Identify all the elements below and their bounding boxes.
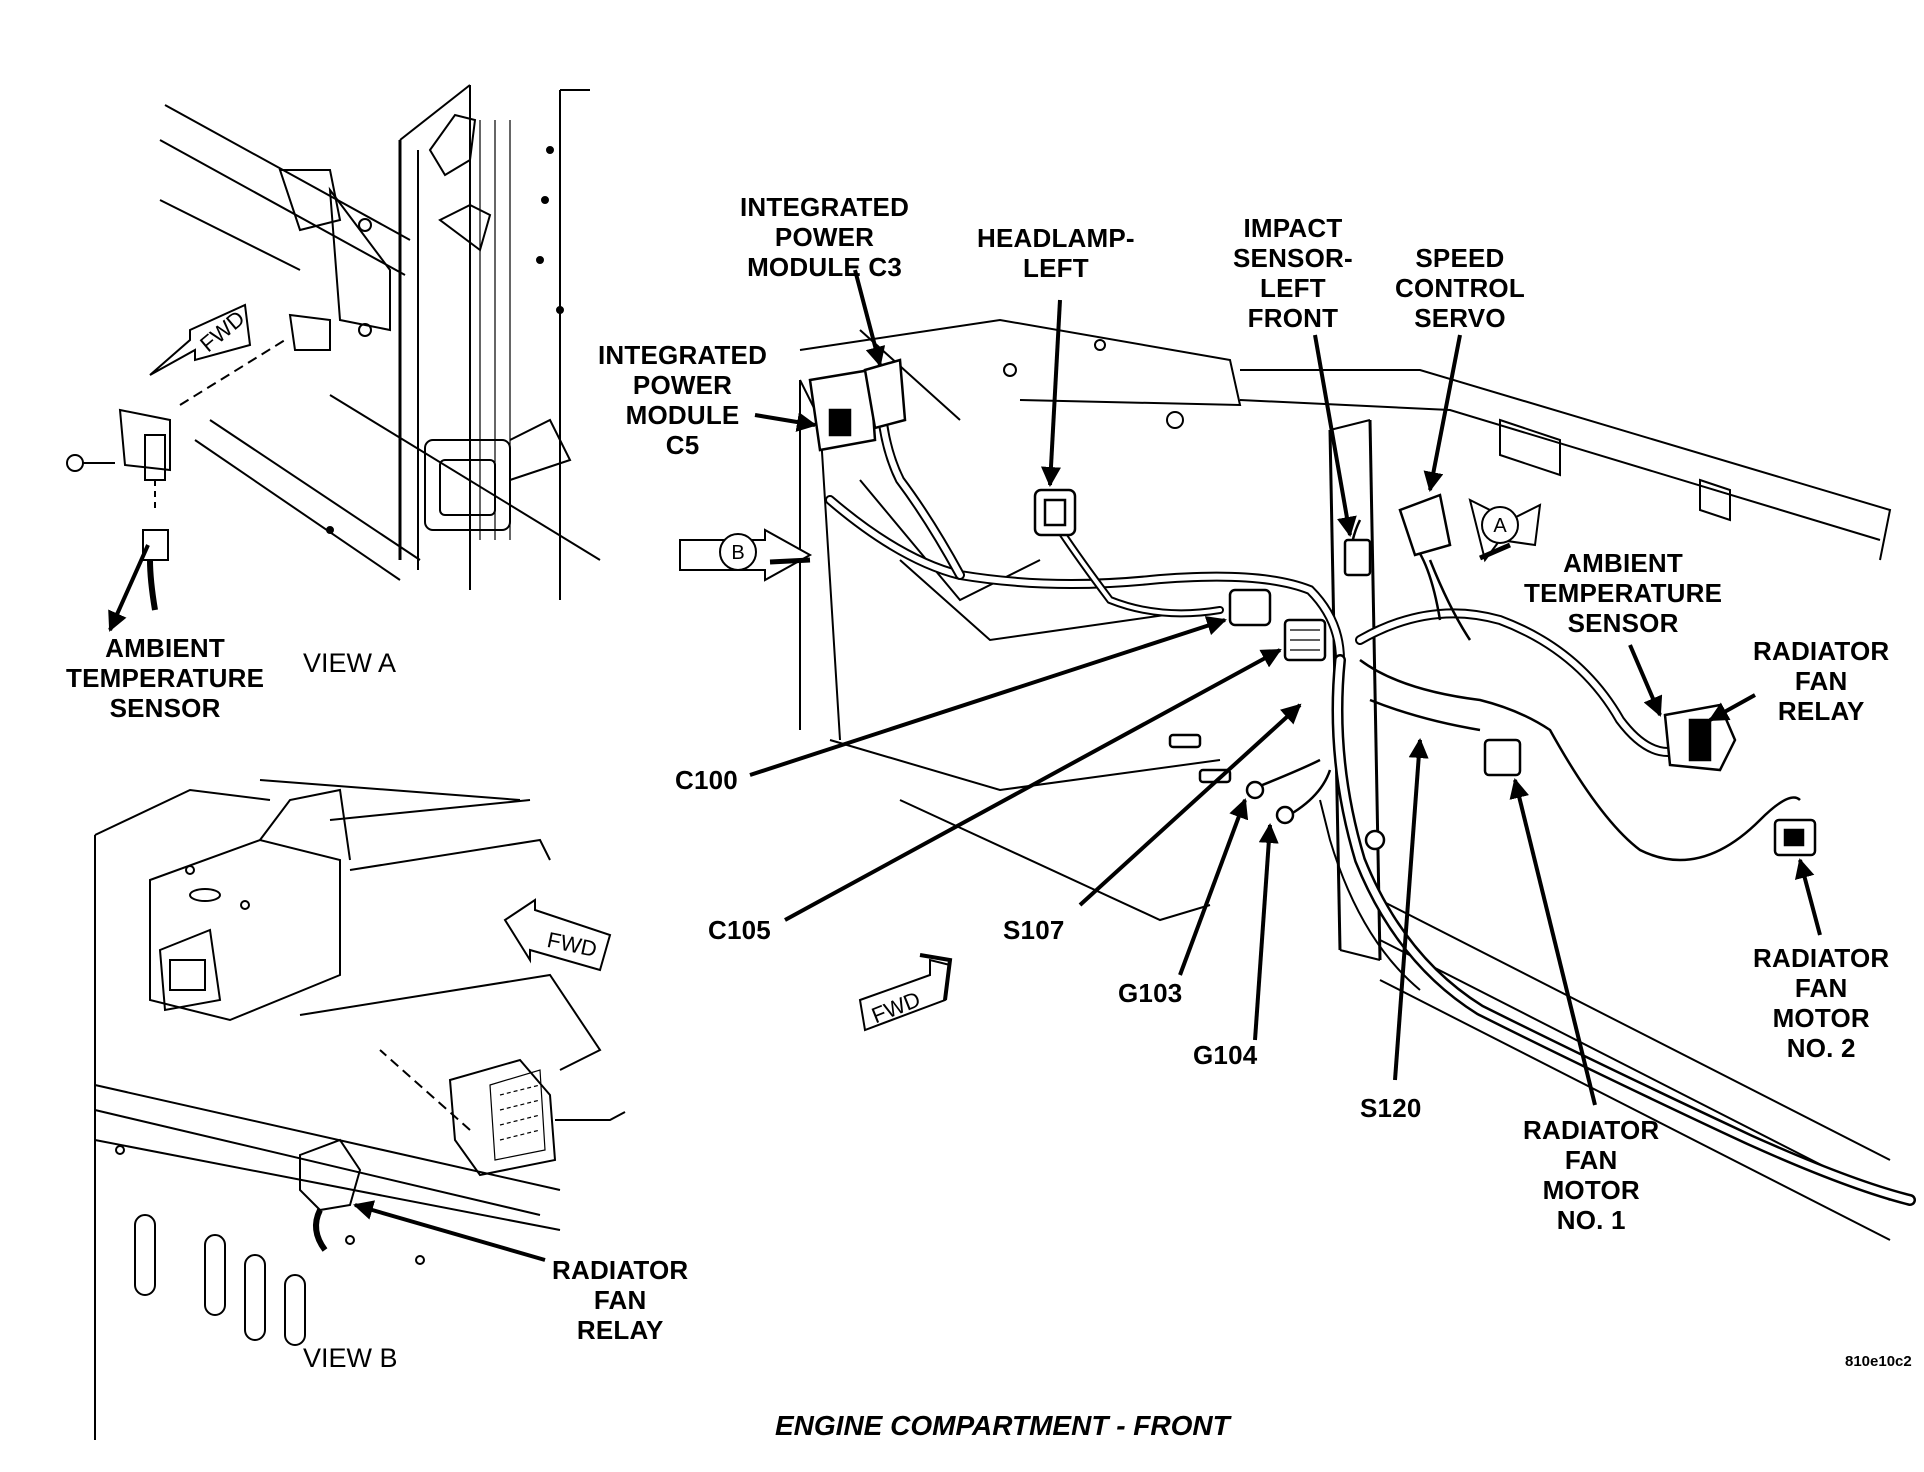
label-radiator-fan-motor-no1: RADIATOR FAN MOTOR NO. 1 [1523,1115,1659,1235]
leader-speed-control [1423,334,1462,492]
label-radiator-fan-motor-no2: RADIATOR FAN MOTOR NO. 2 [1753,943,1889,1063]
label-s107: S107 [1003,915,1065,945]
figure-caption: ENGINE COMPARTMENT - FRONT [775,1410,1230,1441]
label-line: SENSOR [109,693,221,723]
view-a-illustration [66,84,601,611]
label-line: FAN [1564,1145,1618,1175]
leader-g103 [1178,798,1249,976]
fwd-arrow-view-a: FWD [149,303,252,376]
label-line: RADIATOR [1523,1115,1660,1145]
label-radiator-fan-relay-view-b: RADIATOR FAN RELAY [552,1255,688,1345]
label-radiator-fan-relay-main: RADIATOR FAN RELAY [1753,636,1889,726]
callout-b-letter: B [731,542,744,564]
view-b-illustration [94,779,626,1440]
label-line: RADIATOR [1753,636,1890,666]
label-line: AMBIENT [1563,548,1683,578]
label-line: SPEED [1415,243,1505,273]
label-line: FAN [1794,973,1848,1003]
label-g104: G104 [1193,1040,1258,1070]
label-headlamp-left: HEADLAMP- LEFT [977,223,1135,283]
label-c105: C105 [708,915,771,945]
leader-impact-sensor [1313,334,1357,537]
label-line: INTEGRATED [740,192,910,222]
label-line: IMPACT [1243,213,1343,243]
leader-fan-motor-1 [1509,778,1597,1106]
fwd-arrow-view-b: FWD [503,898,612,972]
label-line: SENSOR- [1233,243,1353,273]
label-line: POWER [774,222,875,252]
label-ambient-temperature-sensor-main: AMBIENT TEMPERATURE SENSOR [1524,548,1722,638]
leader-ambient-main [1628,644,1663,717]
leader-ipm-c3 [853,269,886,367]
leader-relay-view-b [353,1200,546,1262]
leader-relay-main [1708,693,1756,722]
leader-fan-motor-2 [1794,858,1822,936]
callout-b-arrow: B [679,528,813,582]
label-line: FRONT [1247,303,1339,333]
leader-g104 [1253,823,1279,1041]
label-line: C5 [665,430,700,460]
label-line: RADIATOR [552,1255,689,1285]
label-line: FAN [1794,666,1848,696]
label-line: MODULE C3 [747,252,902,282]
view-b-label: VIEW B [303,1343,398,1373]
label-c100: C100 [675,765,738,795]
leader-c100 [749,616,1227,777]
label-impact-sensor-left-front: IMPACT SENSOR- LEFT FRONT [1233,213,1353,333]
label-g103: G103 [1118,978,1183,1008]
label-line: TEMPERATURE [1524,578,1723,608]
label-speed-control-servo: SPEED CONTROL SERVO [1395,243,1525,333]
label-line: RADIATOR [1753,943,1890,973]
label-integrated-power-module-c5: INTEGRATED POWER MODULE C5 [598,340,767,460]
callout-a-arrow: A [1468,498,1542,563]
label-line: MOTOR [1772,1003,1870,1033]
leader-headlamp [1040,299,1062,487]
label-line: CONTROL [1395,273,1525,303]
label-line: SERVO [1414,303,1506,333]
leader-s107 [1078,703,1302,907]
label-line: LEFT [1260,273,1326,303]
label-line: AMBIENT [105,633,225,663]
leader-ambient-view-a [108,544,150,632]
leader-s120 [1393,738,1429,1081]
leader-lines [749,269,1822,1106]
label-line: HEADLAMP- [977,223,1135,253]
leader-c105 [784,648,1282,922]
label-line: INTEGRATED [598,340,768,370]
label-integrated-power-module-c3: INTEGRATED POWER MODULE C3 [740,192,909,282]
label-line: RELAY [1777,696,1865,726]
label-line: NO. 1 [1556,1205,1626,1235]
label-line: MODULE [625,400,740,430]
label-s120: S120 [1360,1093,1422,1123]
label-line: POWER [632,370,733,400]
label-ambient-temperature-sensor-view-a: AMBIENT TEMPERATURE SENSOR [66,633,264,723]
label-line: LEFT [1023,253,1089,283]
label-line: FAN [593,1285,647,1315]
fwd-arrow-main: FWD [858,953,953,1032]
label-line: NO. 2 [1786,1033,1856,1063]
label-line: RELAY [576,1315,664,1345]
label-line: SENSOR [1567,608,1679,638]
label-line: MOTOR [1542,1175,1640,1205]
main-view-illustration [799,318,1916,1241]
leader-ipm-c5 [754,412,817,432]
view-a-label: VIEW A [303,648,397,678]
figure-code: 810e10c2 [1845,1353,1912,1370]
callout-a-letter: A [1493,515,1507,537]
label-line: TEMPERATURE [66,663,265,693]
